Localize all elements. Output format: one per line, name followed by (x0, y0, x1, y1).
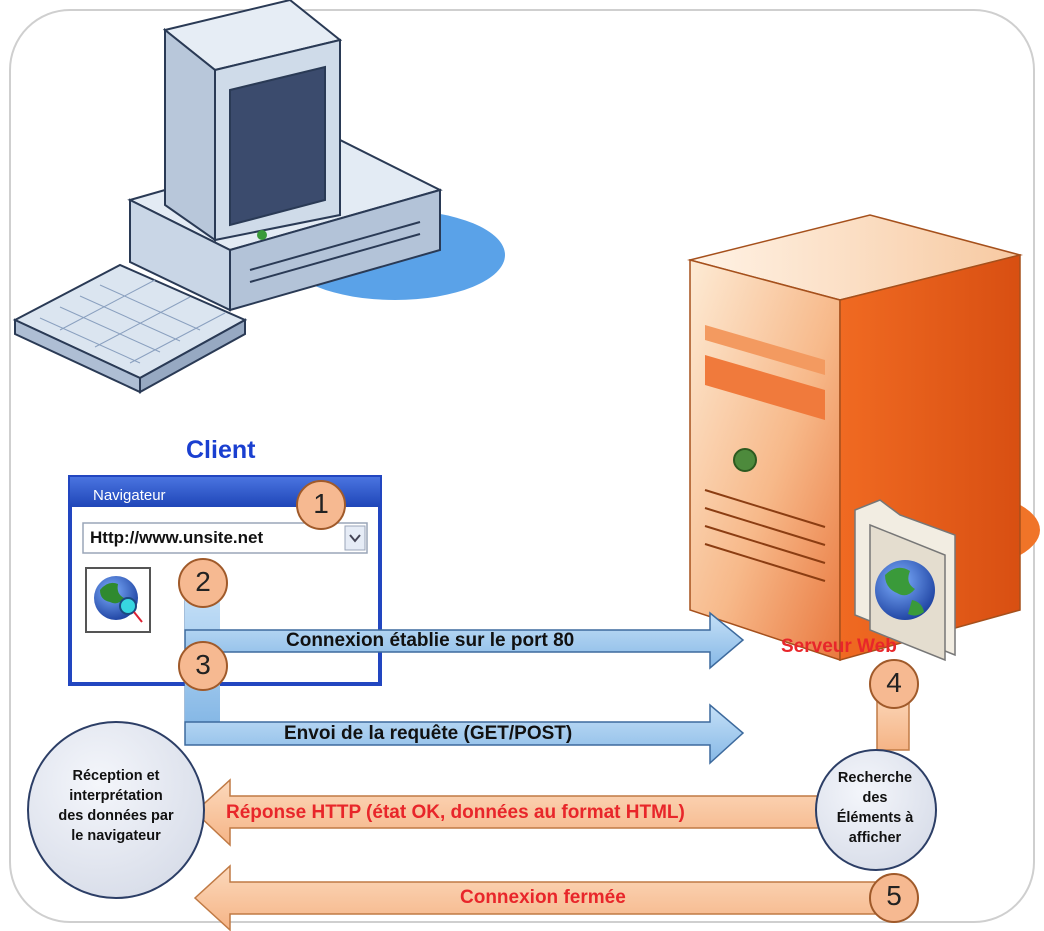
search-line: afficher (848, 830, 902, 846)
step-2-badge (178, 558, 228, 608)
server-label: Serveur Web (781, 636, 897, 657)
step-4-badge (869, 659, 919, 709)
reception-line: des données par (58, 808, 174, 824)
reception-line: le navigateur (71, 828, 161, 844)
step-2-number: 2 (195, 566, 211, 597)
step-5-number: 5 (886, 880, 902, 911)
step-3-badge (178, 641, 228, 691)
response-arrow-label: Réponse HTTP (état OK, données au format… (226, 802, 685, 823)
reception-line: Réception et (72, 768, 160, 784)
connection-arrow-label: Connexion établie sur le port 80 (286, 630, 575, 651)
search-line: des (862, 790, 888, 806)
step-4-number: 4 (886, 667, 902, 698)
step-3-number: 3 (195, 649, 211, 680)
step-1-number: 1 (313, 488, 329, 519)
browser-title: Navigateur (93, 487, 166, 504)
step-5-badge (869, 873, 919, 923)
server-icon (687, 214, 1040, 662)
request-arrow-label: Envoi de la requête (GET/POST) (284, 723, 573, 744)
url-field: Http://www.unsite.net (90, 528, 264, 547)
client-computer-icon (12, 0, 505, 394)
reception-line: interprétation (69, 788, 163, 804)
connection-arrow (184, 611, 745, 670)
close-arrow (193, 864, 876, 931)
reception-text: Réception et interprétation des données … (26, 766, 206, 846)
response-arrow (193, 778, 821, 847)
search-text: Recherche des Éléments à afficher (818, 768, 932, 848)
search-circle (815, 749, 937, 871)
client-label: Client (186, 436, 256, 464)
step-1-badge (296, 480, 346, 530)
search-line: Éléments à (836, 810, 914, 826)
reception-circle (27, 721, 205, 899)
close-arrow-label: Connexion fermée (460, 887, 626, 908)
search-line: Recherche (837, 770, 913, 786)
